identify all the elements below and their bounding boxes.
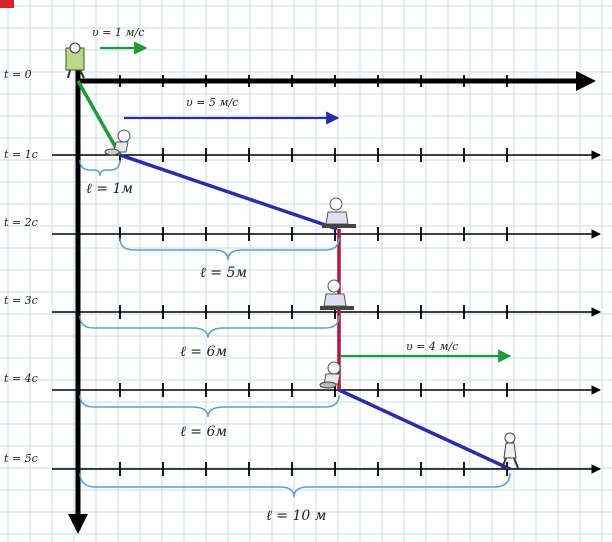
bicycle-figure-icon — [104, 129, 131, 156]
distance-braces — [79, 159, 511, 498]
desk-figure-icon — [322, 197, 356, 228]
distance-label-2: ℓ = 5м — [200, 265, 247, 281]
bicycle-figure-icon — [319, 361, 341, 389]
time-label-0: t = 0 — [4, 68, 32, 81]
brace-5 — [79, 472, 511, 498]
distance-label-3: ℓ = 6м — [180, 344, 227, 360]
path-segment-green — [76, 80, 122, 156]
time-label-4: t = 4с — [4, 372, 38, 385]
distance-label-5: ℓ = 10 м — [266, 508, 326, 524]
speed-label-1: υ = 1 м/с — [92, 26, 144, 39]
brace-2 — [119, 237, 340, 261]
time-label-1: t = 1с — [4, 148, 38, 161]
time-label-3: t = 3с — [4, 294, 38, 307]
walking-figure-icon — [501, 432, 519, 469]
path-segment-blue-2 — [338, 388, 511, 471]
distance-label-1: ℓ = 1м — [86, 181, 133, 197]
time-label-5: t = 5с — [4, 452, 38, 465]
brace-3 — [79, 315, 340, 339]
corner-mark — [0, 0, 14, 8]
distance-label-4: ℓ = 6м — [180, 424, 227, 440]
path-segment-blue-1 — [119, 153, 338, 231]
axis-ticks — [119, 75, 508, 476]
speed-label-3: υ = 4 м/с — [406, 340, 458, 353]
time-label-2: t = 2с — [4, 216, 38, 229]
speed-label-2: υ = 5 м/с — [186, 96, 238, 109]
desk-figure-icon — [320, 279, 354, 310]
brace-4 — [79, 394, 340, 418]
brace-1 — [79, 159, 121, 177]
walking-figure-icon — [65, 42, 85, 79]
